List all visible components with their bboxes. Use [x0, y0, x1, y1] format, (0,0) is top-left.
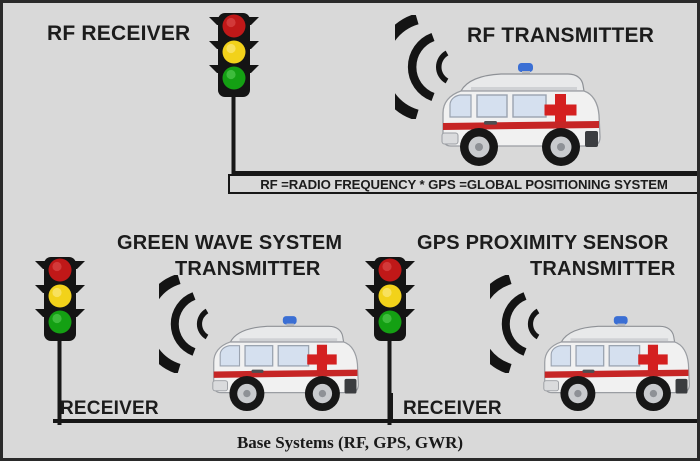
- ambulance-icon: [212, 316, 359, 412]
- traffic-light-icon: [209, 13, 259, 179]
- green-wave-ambulance[interactable]: [199, 313, 374, 422]
- label-gps-proximity-sensor: GPS PROXIMITY SENSOR: [417, 232, 669, 254]
- label-receiver-right: RECEIVER: [403, 398, 502, 419]
- legend-bar: RF =RADIO FREQUENCY * GPS =GLOBAL POSITI…: [228, 174, 697, 194]
- traffic-light-left-receiver[interactable]: [25, 253, 95, 430]
- ambulance-icon: [543, 316, 690, 412]
- top-ground-line: [232, 171, 697, 175]
- bottom-ground-line: [53, 419, 697, 423]
- ambulance-icon: [441, 63, 601, 166]
- ground-separator: [390, 393, 393, 423]
- label-green-wave-system: GREEN WAVE SYSTEM: [117, 232, 343, 254]
- label-rf-transmitter: RF TRANSMITTER: [467, 24, 655, 47]
- traffic-light-icon: [35, 257, 85, 425]
- label-rf-receiver: RF RECEIVER: [47, 22, 191, 45]
- diagram-caption: Base Systems (RF, GPS, GWR): [236, 433, 464, 452]
- gps-ambulance[interactable]: [530, 313, 697, 422]
- rf-transmitter-ambulance[interactable]: [427, 61, 617, 176]
- label-gps-transmitter: TRANSMITTER: [530, 258, 676, 280]
- label-green-wave-transmitter: TRANSMITTER: [175, 258, 321, 280]
- traffic-light-icon: [365, 257, 415, 425]
- traffic-light-rf-receiver[interactable]: [199, 9, 269, 184]
- traffic-light-middle-receiver[interactable]: [355, 253, 425, 430]
- label-receiver-left: RECEIVER: [60, 398, 159, 419]
